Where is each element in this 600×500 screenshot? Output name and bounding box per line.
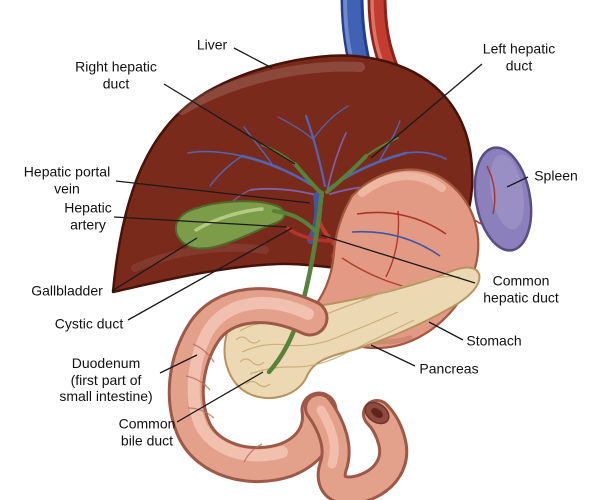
cystic-duct bbox=[272, 209, 317, 233]
leader-common-hepatic-duct bbox=[320, 234, 476, 284]
gallbladder-shape bbox=[175, 200, 286, 250]
duodenum-fold bbox=[192, 343, 215, 363]
leader-cystic-duct bbox=[127, 227, 293, 321]
duodenum-highlight bbox=[187, 297, 314, 462]
hepatic-artery-branch bbox=[285, 226, 333, 243]
vein-branch bbox=[379, 120, 401, 161]
pancreas-lobule-line bbox=[239, 358, 265, 366]
vein-branch bbox=[243, 126, 273, 165]
vein-branch bbox=[187, 150, 243, 157]
gallbladder-group bbox=[175, 200, 286, 250]
duodenum-group bbox=[167, 287, 338, 484]
leader-gallbladder bbox=[111, 237, 198, 292]
liver-sheen bbox=[131, 243, 269, 272]
leader-lines bbox=[111, 47, 529, 423]
leader-duodenum bbox=[159, 354, 198, 374]
gastric-artery bbox=[356, 211, 447, 235]
stomach-highlight bbox=[358, 172, 446, 197]
duct-twig bbox=[365, 137, 399, 157]
gallbladder-highlight bbox=[194, 207, 264, 232]
jejunum-group bbox=[304, 393, 409, 500]
pancreas-lobule-line bbox=[235, 336, 261, 344]
leader-right-hepatic-duct bbox=[163, 83, 296, 165]
duodenum-fold bbox=[185, 375, 211, 391]
vein-branch bbox=[405, 151, 447, 160]
liver-highlight bbox=[177, 61, 365, 115]
vein-branch bbox=[209, 155, 243, 187]
aorta-highlight bbox=[370, 0, 384, 63]
pancreas-lobule-line bbox=[245, 380, 271, 388]
leader-common-bile-duct bbox=[176, 371, 264, 423]
duodenum-fold bbox=[243, 443, 263, 463]
duodenum-folds bbox=[185, 343, 263, 463]
jejunum-highlight bbox=[316, 405, 339, 469]
leader-spleen bbox=[506, 176, 529, 188]
right-hepatic-duct bbox=[293, 162, 323, 195]
vein-branch bbox=[313, 105, 349, 139]
spleen-highlight bbox=[489, 154, 525, 230]
vein-branch bbox=[304, 114, 327, 188]
leader-pancreas bbox=[370, 344, 416, 367]
spleen-group bbox=[453, 146, 533, 252]
duodenum-fold bbox=[187, 407, 215, 419]
vein-branch bbox=[277, 116, 315, 141]
leader-hepatic-artery bbox=[113, 216, 288, 228]
gastric-vein bbox=[351, 230, 441, 257]
leader-liver bbox=[233, 47, 273, 69]
leader-stomach bbox=[428, 321, 464, 341]
left-hepatic-duct bbox=[325, 154, 368, 194]
gastric-artery-branch bbox=[385, 210, 400, 278]
spleen-vessel bbox=[486, 165, 496, 215]
jejunum-cut-lumen bbox=[371, 408, 383, 418]
leader-left-hepatic-duct bbox=[370, 63, 483, 159]
common-hepatic-duct bbox=[314, 190, 325, 234]
pancreas-shape bbox=[223, 266, 481, 400]
pancreas-lobule-line bbox=[241, 311, 399, 353]
portal-branch bbox=[326, 132, 347, 192]
spleen-shape bbox=[473, 146, 533, 252]
leader-hepatic-portal-vein bbox=[115, 180, 311, 204]
pancreas-lobule-line bbox=[361, 275, 461, 301]
